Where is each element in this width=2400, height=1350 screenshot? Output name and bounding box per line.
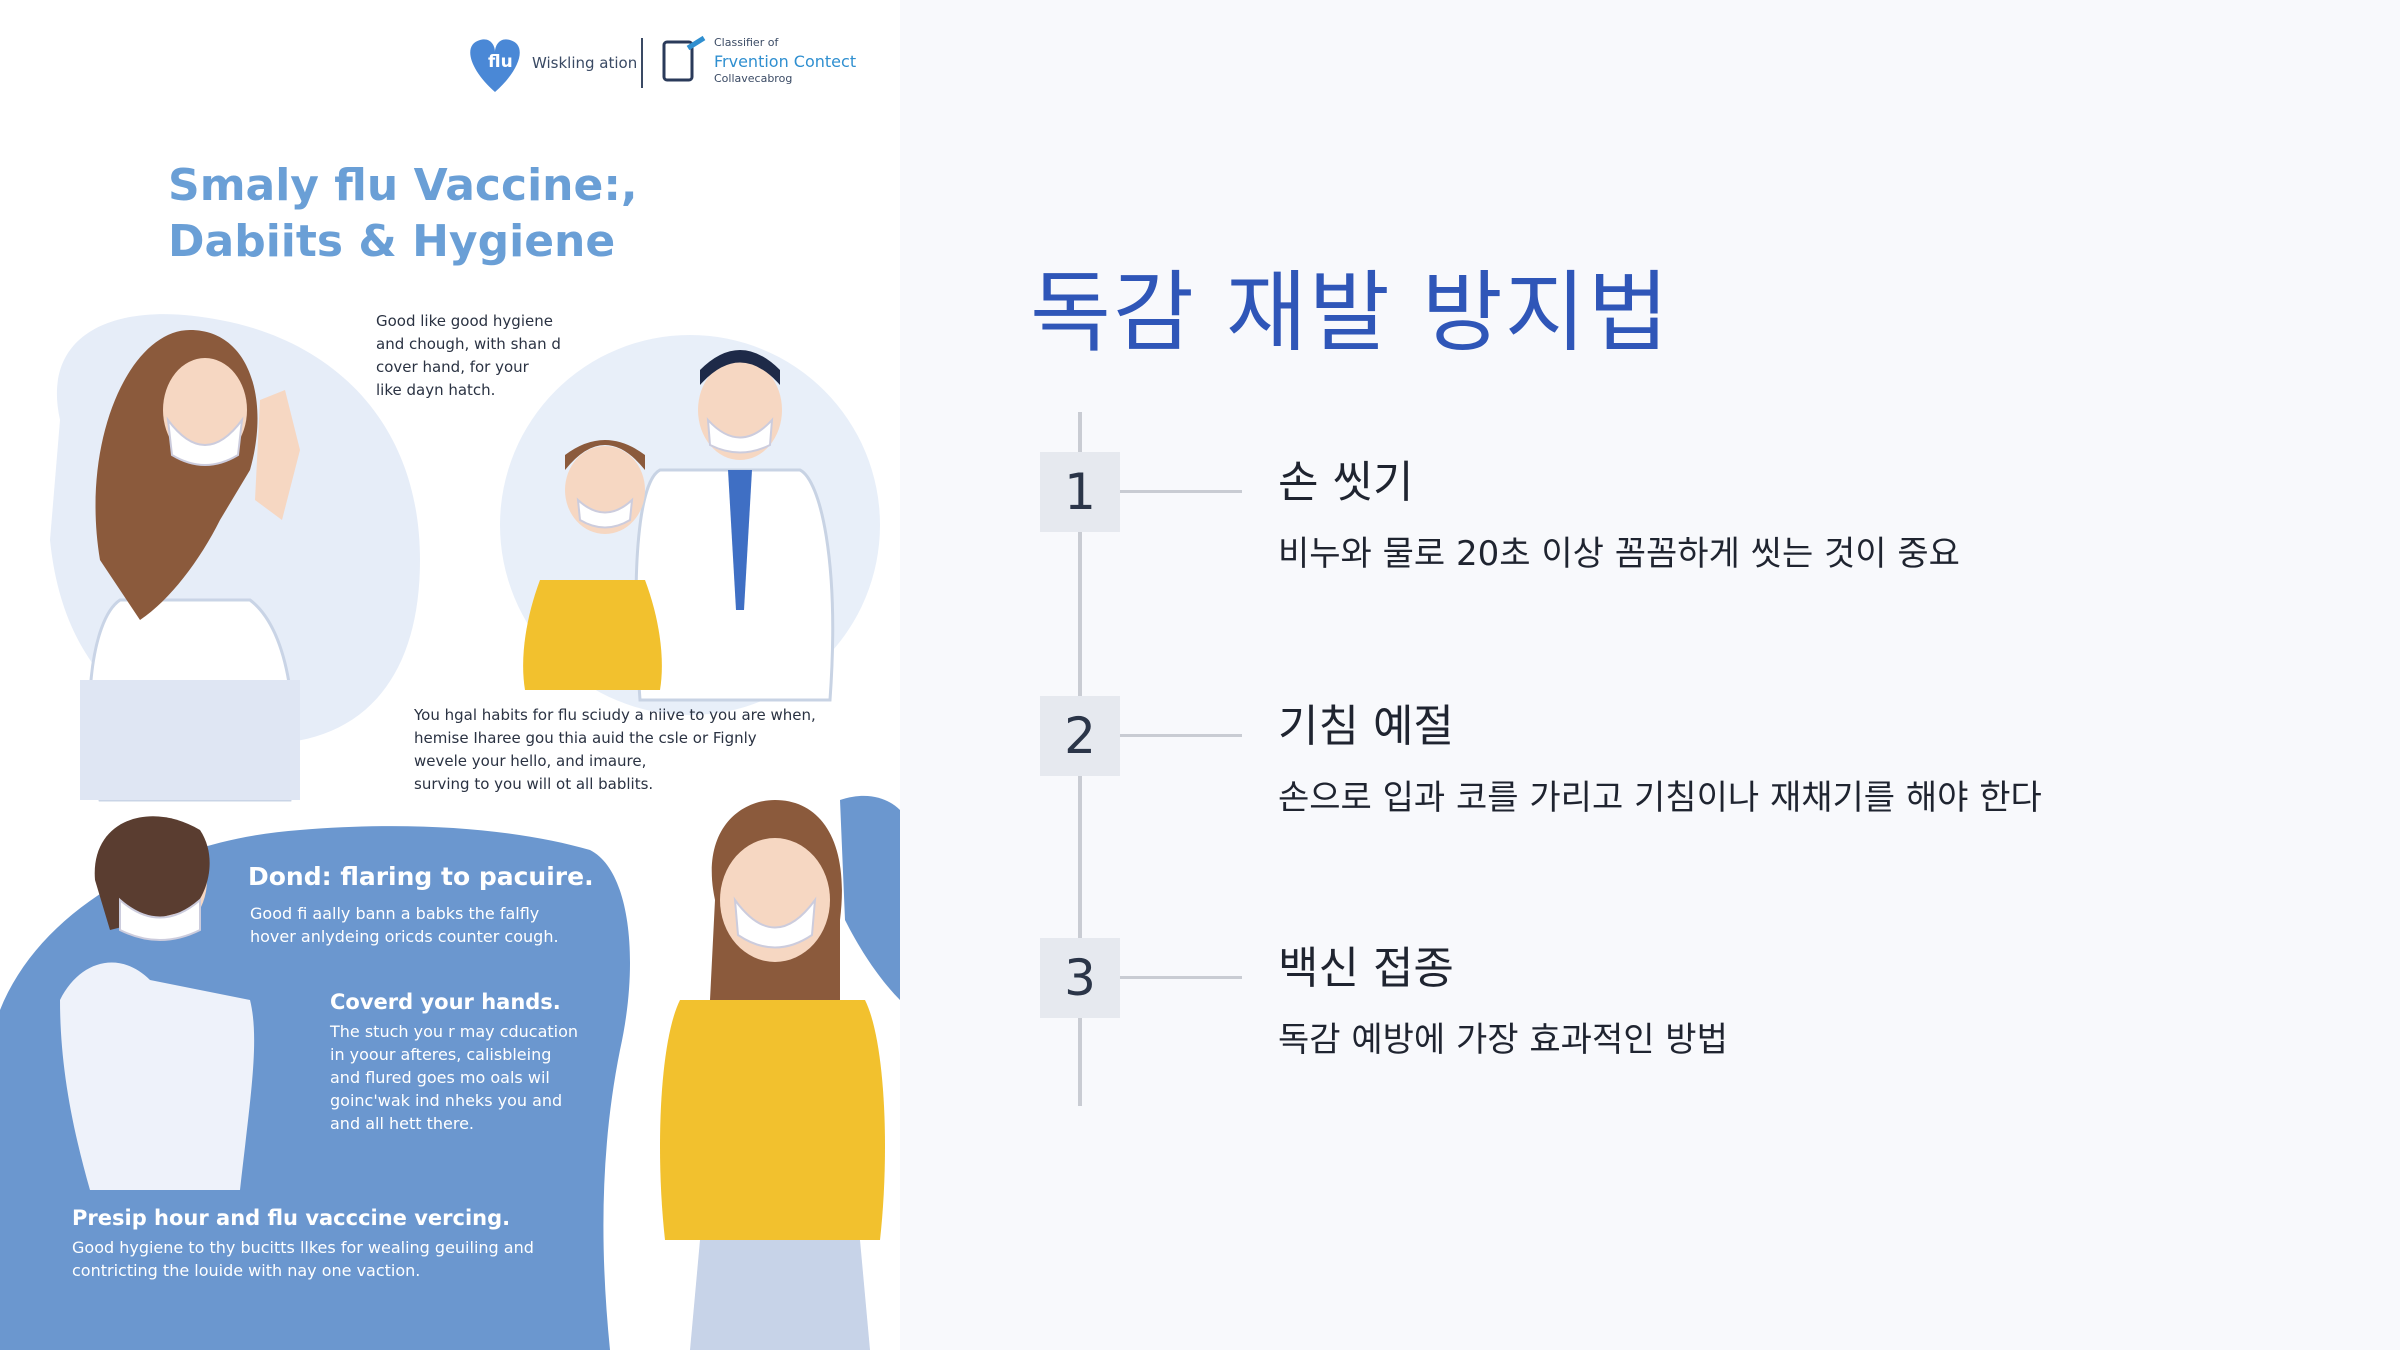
step-3-description: 독감 예방에 가장 효과적인 방법 xyxy=(1278,1020,1728,1060)
poster-body-1: Good fi aally bann a babks the falfly ho… xyxy=(250,904,559,946)
poster-heading-2: Coverd your hands. xyxy=(330,990,561,1014)
step-2-title: 기침 예절 xyxy=(1278,701,1454,752)
poster-note-2: You hgal habits for flu sciudy a niive t… xyxy=(414,706,816,793)
poster-logo-1-text: Wiskling ation xyxy=(532,54,638,72)
poster-illustration xyxy=(0,35,900,1350)
step-2-description: 손으로 입과 코를 가리고 기침이나 재채기를 해야 한다 xyxy=(1278,778,2042,818)
step-1-title: 손 씻기 xyxy=(1278,457,1414,508)
poster-logo-2-line3: Collavecabrog xyxy=(714,72,793,85)
poster-note-1: Good like good hygiene and chough, with … xyxy=(376,312,561,399)
flu-poster-image: flu Wiskling ation Classifier of Frventi… xyxy=(0,0,900,1350)
step-1-connector xyxy=(1120,490,1242,493)
poster-title: Smaly flu Vaccine:, Dabiits & Hygiene xyxy=(168,160,638,267)
step-3-connector xyxy=(1120,976,1242,979)
poster-body-3: Good hygiene to thy bucitts llkes for we… xyxy=(72,1238,534,1280)
step-1-description: 비누와 물로 20초 이상 꼼꼼하게 씻는 것이 중요 xyxy=(1278,534,1960,574)
poster-heading-1: Dond: flaring to pacuire. xyxy=(248,862,594,891)
flu-logo-mark: flu xyxy=(488,52,513,72)
poster-body-2: The stuch you r may cducation in yoour a… xyxy=(330,1022,579,1133)
step-2-number: 2 xyxy=(1040,696,1120,776)
step-3-title: 백신 접종 xyxy=(1278,943,1454,994)
poster-logo-2-line2: Frvention Contect xyxy=(714,52,857,71)
step-3-number: 3 xyxy=(1040,938,1120,1018)
poster-logo-2-line1: Classifier of xyxy=(714,36,779,49)
step-2-connector xyxy=(1120,734,1242,737)
slide-title: 독감 재발 방지법 xyxy=(1030,261,1671,364)
poster-heading-3: Presip hour and flu vacccine vercing. xyxy=(72,1206,511,1230)
step-1-number: 1 xyxy=(1040,452,1120,532)
